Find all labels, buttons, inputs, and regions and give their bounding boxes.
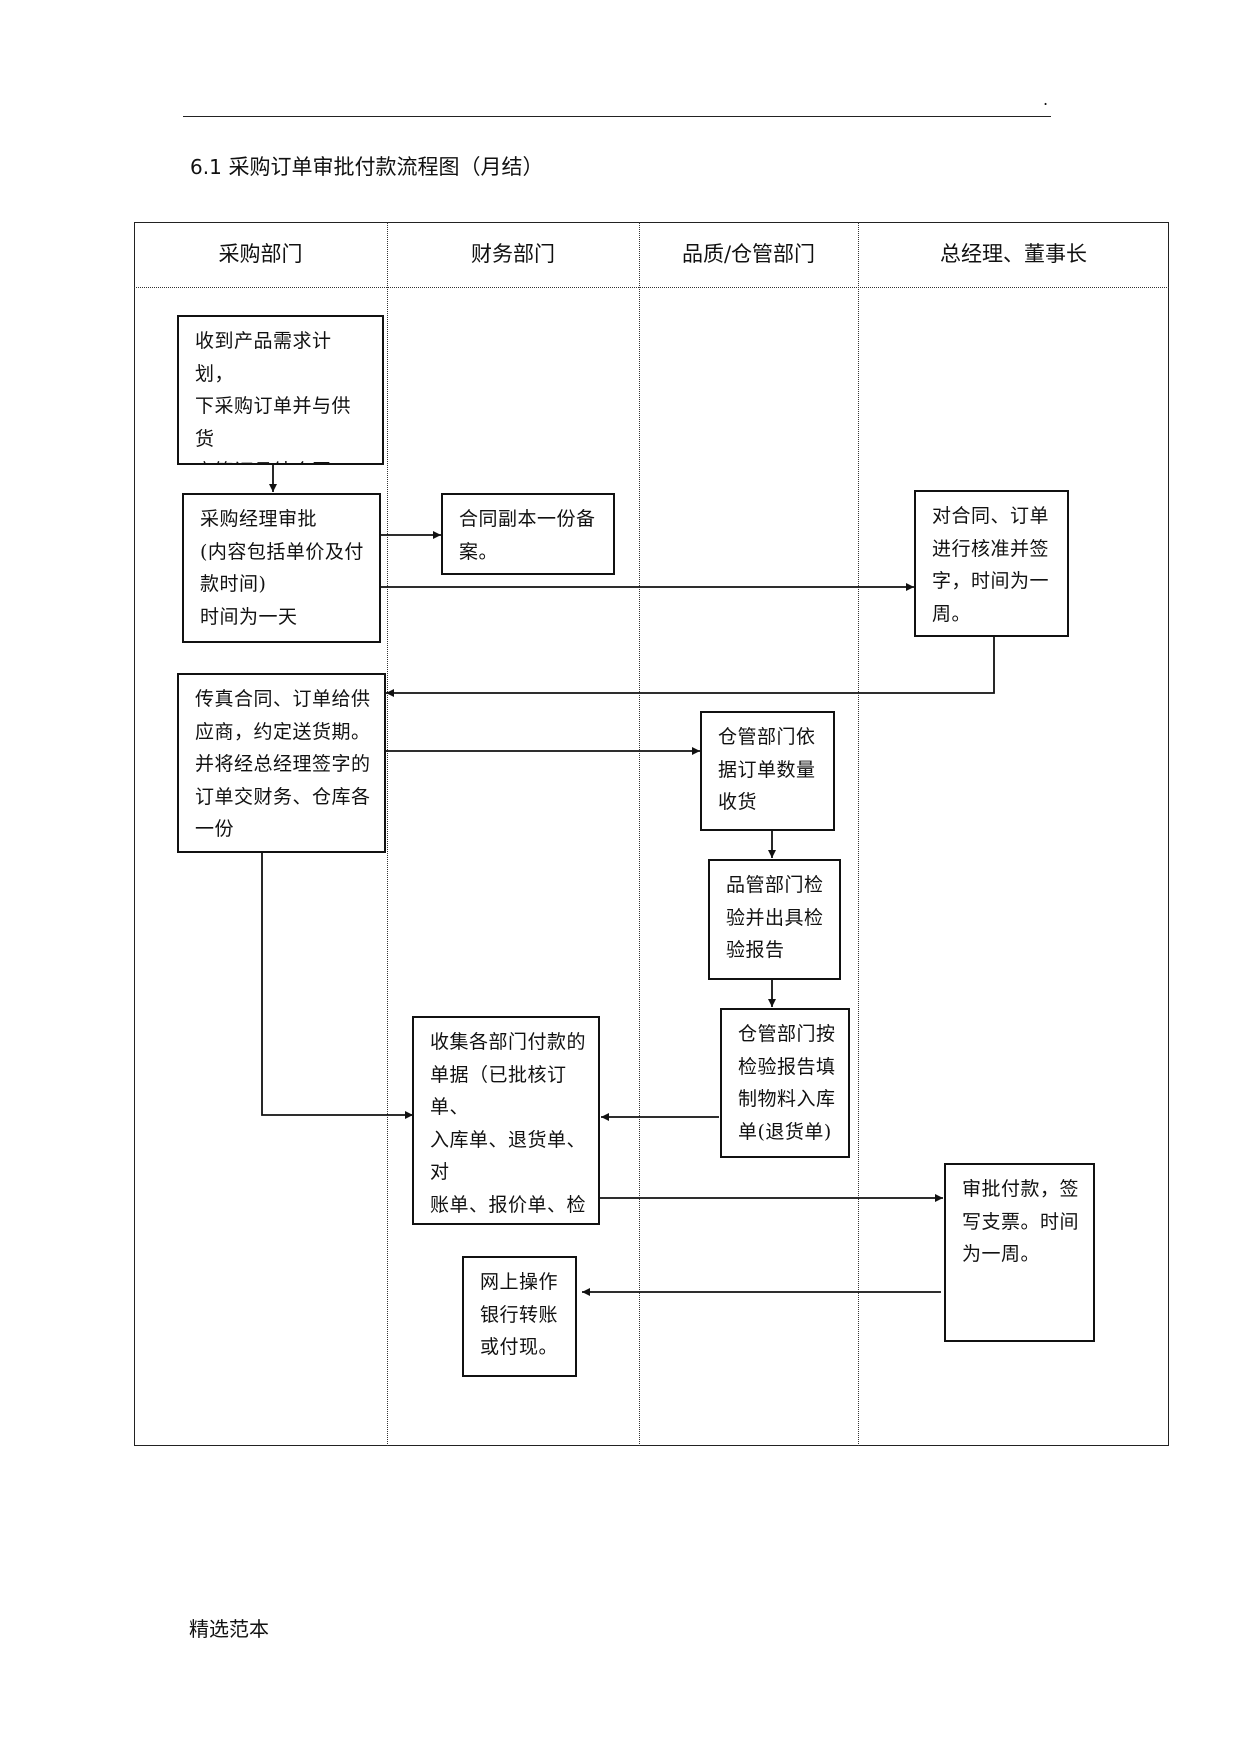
arrow-gm-to-fax <box>386 636 995 697</box>
page-title: 6.1 采购订单审批付款流程图（月结） <box>190 152 544 182</box>
step-gm-sign: 对合同、订单 进行核准并签 字，时间为一 周。 <box>914 490 1069 637</box>
lane-header-quality-warehouse: 品质/仓管部门 <box>681 242 816 266</box>
header-rule <box>183 116 1051 117</box>
footer-text: 精选范本 <box>189 1617 269 1641</box>
title-text: 采购订单审批付款流程图（月结） <box>228 155 544 179</box>
flowchart-frame <box>134 222 1169 1446</box>
step-warehouse-receive: 仓管部门依 据订单数量 收货 <box>700 711 835 831</box>
arrow-fax-to-collect <box>261 852 413 1119</box>
step-quality-inspection: 品管部门检 验并出具检 验报告 <box>708 859 841 980</box>
header-dot: . <box>1043 90 1049 109</box>
lane-divider-2 <box>639 222 640 1446</box>
step-bank-transfer: 网上操作 银行转账 或付现。 <box>462 1256 577 1377</box>
lane-header-gm-chairman: 总经理、董事长 <box>940 242 1087 266</box>
step-collect-documents: 收集各部门付款的 单据（已批核订单、 入库单、退货单、对 账单、报价单、检验 报… <box>412 1016 600 1225</box>
title-number: 6.1 <box>190 155 222 179</box>
step-receive-demand: 收到产品需求计划， 下采购订单并与供货 商签订月结合同 <box>177 315 384 465</box>
lane-divider-3 <box>858 222 859 1446</box>
step-fax-supplier: 传真合同、订单给供 应商，约定送货期。 并将经总经理签字的 订单交财务、仓库各 … <box>177 673 386 853</box>
step-contract-archive: 合同副本一份备 案。 <box>441 493 615 575</box>
lane-header-finance: 财务部门 <box>471 242 555 266</box>
step-approve-payment: 审批付款，签 写支票。时间 为一周。 <box>944 1163 1095 1342</box>
lane-header-purchasing: 采购部门 <box>218 242 303 266</box>
lane-header-divider <box>134 287 1169 288</box>
step-manager-approval: 采购经理审批 (内容包括单价及付 款时间) 时间为一天 <box>182 493 381 643</box>
step-stock-in-form: 仓管部门按 检验报告填 制物料入库 单(退货单) <box>720 1008 850 1158</box>
lane-divider-1 <box>387 222 388 1446</box>
